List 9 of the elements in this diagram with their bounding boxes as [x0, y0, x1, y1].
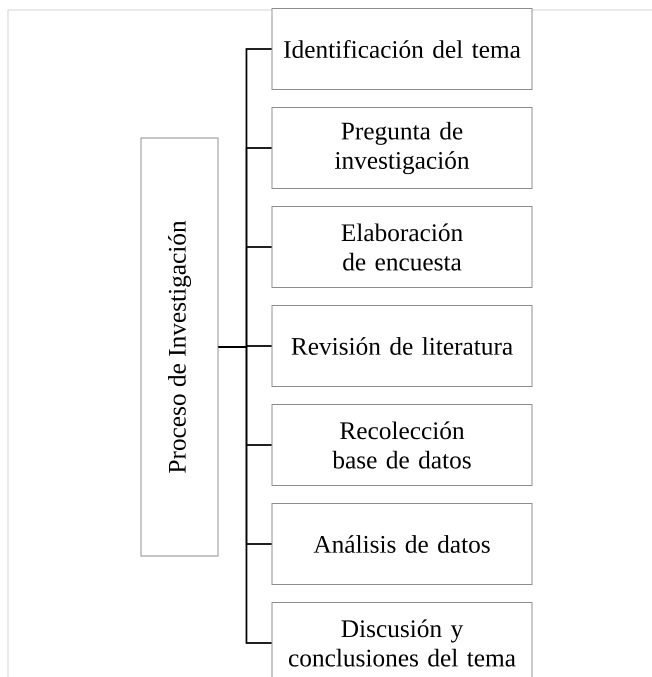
- process-box: Recolección base de datos: [272, 404, 532, 486]
- process-box: Revisión de literatura: [272, 305, 532, 387]
- process-box: Pregunta de investigación: [272, 107, 532, 189]
- process-box: Elaboración de encuesta: [272, 206, 532, 288]
- process-box: Discusión y conclusiones del tema: [272, 602, 532, 677]
- process-box: Análisis de datos: [272, 503, 532, 585]
- connector: [218, 346, 272, 644]
- process-box: Identificación del tema: [272, 8, 532, 90]
- main-box: Proceso de Investigación: [140, 138, 218, 556]
